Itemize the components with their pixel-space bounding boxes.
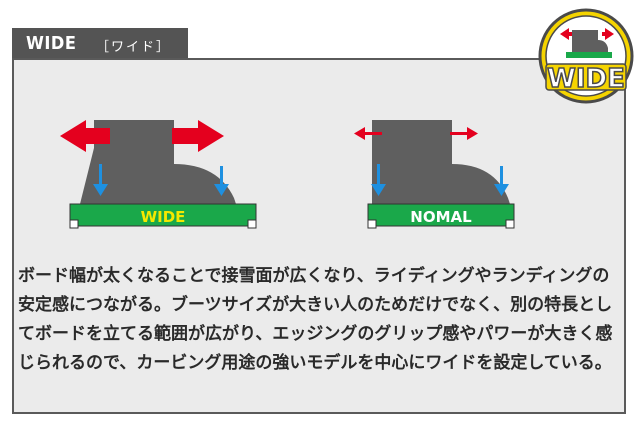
wide-left-arrow — [60, 120, 110, 152]
wide-down-arrow-left — [93, 184, 108, 196]
description-text: ボード幅が太くなることで接雪面が広くなり、ライディングやランディングの安定感につ… — [18, 266, 613, 373]
header-subtitle: ［ワイド］ — [96, 40, 172, 55]
badge-label: WIDE — [547, 64, 625, 94]
wide-boot-shape — [80, 120, 236, 204]
info-panel — [12, 58, 626, 414]
normal-boot-diagram: NOMAL — [354, 120, 515, 229]
normal-board — [367, 203, 515, 227]
wide-boot-diagram: WIDE — [60, 120, 257, 229]
header-tab: WIDE ［ワイド］ — [12, 28, 188, 58]
wide-badge-icon: WIDE — [538, 8, 634, 104]
wide-right-arrow — [172, 120, 224, 152]
wide-board — [69, 203, 257, 227]
normal-boot-shape — [372, 120, 510, 204]
normal-down-arrow-right — [494, 184, 509, 196]
normal-down-arrow-left — [371, 184, 386, 196]
wide-down-arrow-right — [214, 184, 229, 196]
normal-right-arrow — [467, 127, 478, 140]
header-title: WIDE — [26, 33, 77, 54]
normal-left-arrow — [354, 127, 365, 140]
normal-board-label: NOMAL — [410, 208, 472, 226]
wide-board-label: WIDE — [141, 208, 186, 226]
